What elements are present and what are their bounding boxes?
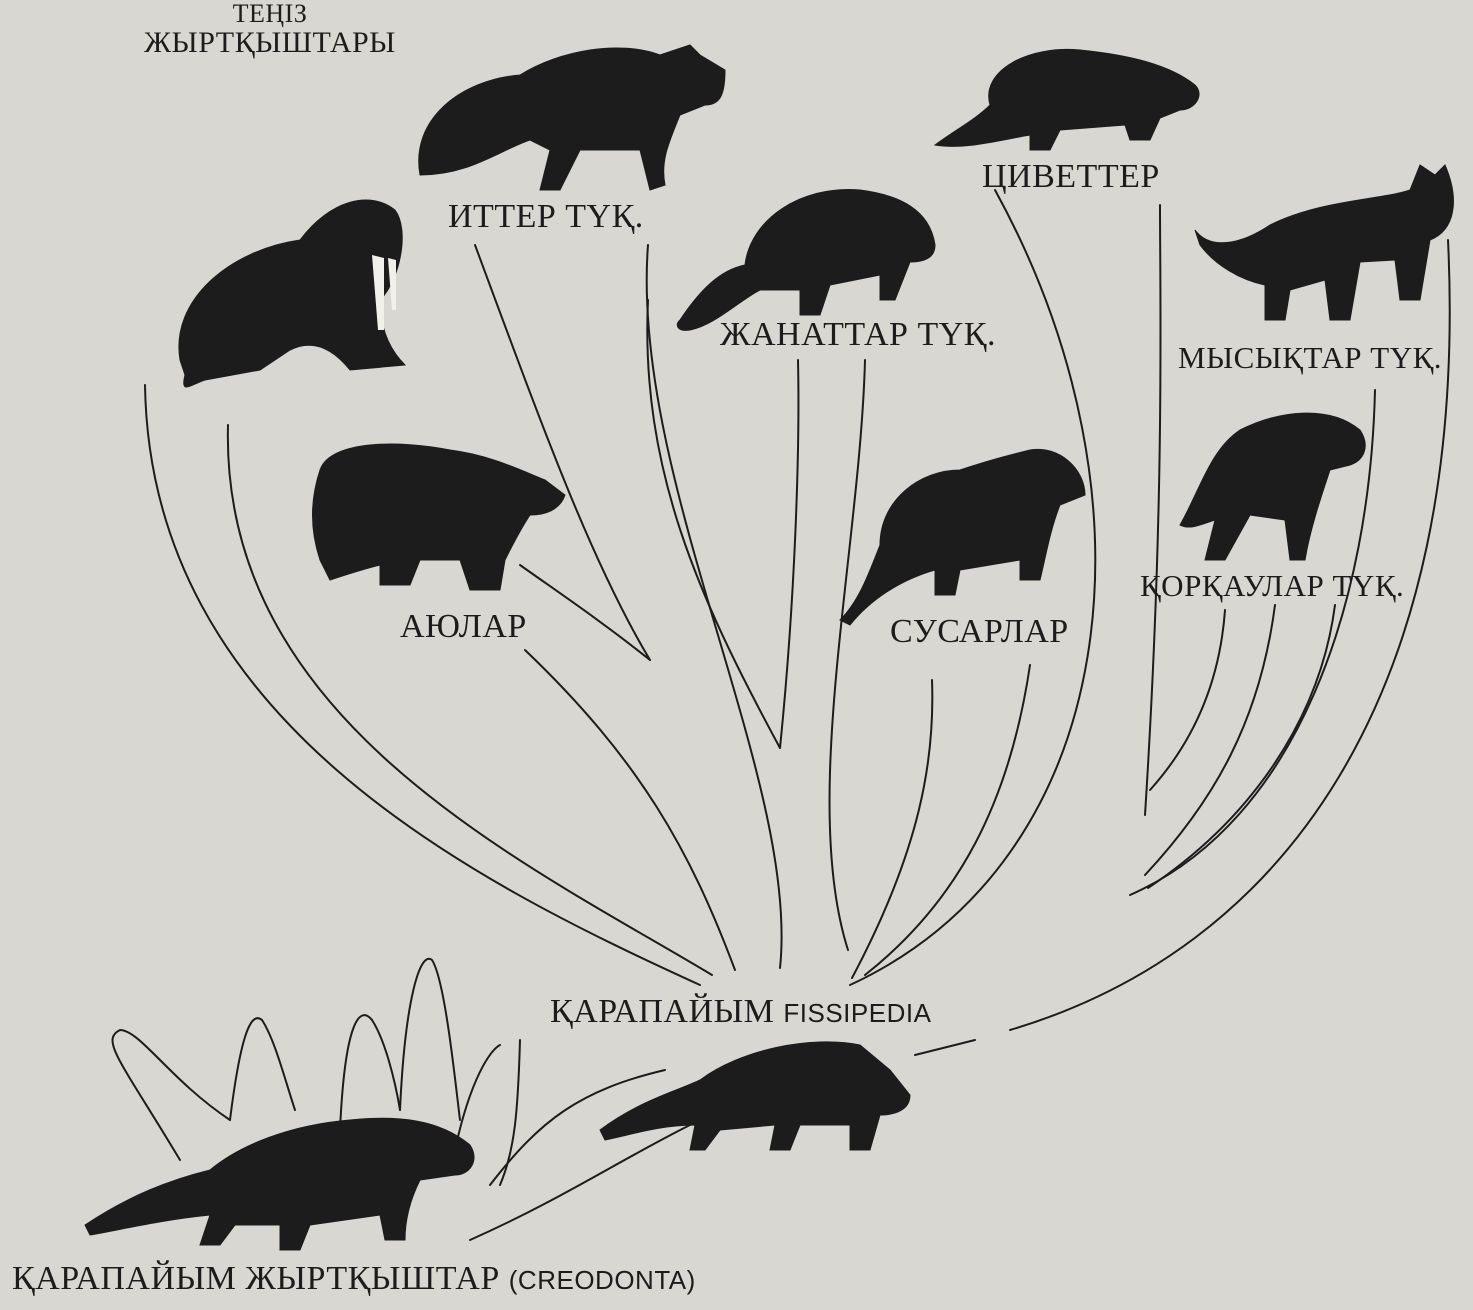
branch-raccoons-1 (647, 300, 780, 748)
label-dogs: ИТТЕР ТҮҚ. (448, 200, 644, 234)
fox-icon (419, 45, 725, 190)
branch-creodont-5 (455, 1045, 500, 1150)
branch-dogs-3 (520, 565, 650, 660)
bear-icon (313, 444, 566, 590)
label-pinnipeds-line1: ТЕҢІЗ (144, 0, 396, 27)
walrus-icon (179, 200, 405, 387)
branch-mustelids-1 (852, 680, 932, 978)
label-pinnipeds-line2: ЖЫРТҚЫШТАРЫ (144, 27, 396, 59)
branch-raccoons-3 (830, 360, 865, 950)
label-hyenas: ҚОРҚАУЛАР ТҮҚ. (1140, 570, 1404, 601)
label-cats: МЫСЫҚТАР ТҮҚ. (1178, 342, 1442, 373)
label-creodonta: ҚАРАПАЙЫМ ЖЫРТҚЫШТАР (CREODONTA) (12, 1262, 696, 1296)
label-civets: ЦИВЕТТЕР (982, 160, 1160, 194)
branch-raccoons-2 (780, 360, 798, 748)
branch-hyenas-3 (1150, 610, 1225, 790)
branch-creodont-4 (400, 959, 460, 1120)
label-fissipedia: ҚАРАПАЙЫМ FISSIPEDIA (550, 995, 931, 1029)
creodont-icon (85, 1118, 474, 1250)
branch-hyenas-2 (1148, 605, 1335, 888)
label-pinnipeds: ТЕҢІЗ ЖЫРТҚЫШТАРЫ (144, 0, 396, 59)
branch-civets-2 (1145, 205, 1161, 815)
primitive-fissiped-icon (600, 1042, 910, 1150)
branch-fissipedia-connector (915, 1040, 975, 1055)
branch-mustelids-2 (865, 665, 1030, 975)
hyena-icon (1180, 413, 1365, 560)
branch-creodont-3 (340, 1015, 400, 1130)
cat-icon (1195, 165, 1453, 320)
label-creodonta-latin: (CREODONTA) (509, 1265, 696, 1295)
branch-creodont-2 (230, 1018, 295, 1120)
branch-dogs-1 (647, 245, 782, 968)
branch-creodont-8 (500, 1040, 520, 1185)
branch-creodont-1 (113, 1030, 231, 1160)
label-creodonta-main: ҚАРАПАЙЫМ ЖЫРТҚЫШТАР (12, 1260, 500, 1297)
label-fissipedia-latin: FISSIPEDIA (783, 998, 931, 1028)
civet-icon (935, 49, 1199, 150)
mustelid-icon (840, 449, 1085, 625)
raccoon-icon (677, 190, 935, 331)
branch-creodont-7 (470, 1125, 690, 1240)
label-mustelids: СУСАРЛАР (890, 615, 1069, 649)
branch-bears (525, 650, 735, 970)
label-fissipedia-main: ҚАРАПАЙЫМ (550, 993, 774, 1030)
label-raccoons: ЖАНАТТАР ТҮҚ. (720, 318, 996, 352)
branch-dogs-2 (475, 245, 650, 660)
branch-hyenas-1 (1145, 605, 1275, 875)
label-bears: АЮЛАР (400, 610, 527, 644)
